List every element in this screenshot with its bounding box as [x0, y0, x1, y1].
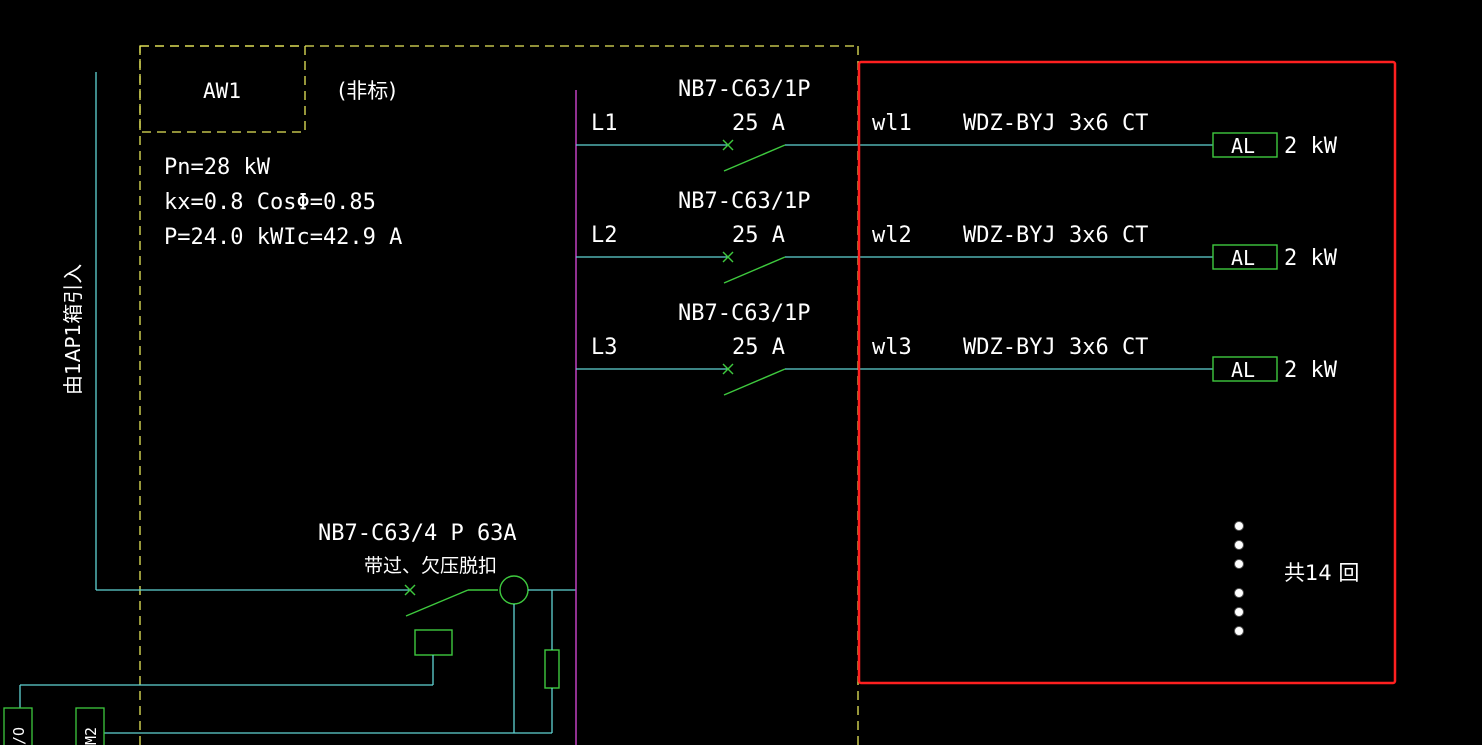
left-edge-label-a: /O — [10, 727, 28, 745]
circuit-row: NB7-C63/1P L2 25 A wl2 WDZ-BYJ 3x6 CT AL 2 kW — [576, 189, 1338, 284]
breaker-cross — [722, 363, 734, 375]
load-power: 2 kW — [1284, 134, 1338, 159]
breaker-blade — [723, 144, 786, 172]
phase-label: L1 — [591, 111, 618, 136]
main-breaker-desc: 带过、欠压脱扣 — [364, 555, 497, 577]
left-edge-label-b: M2 — [82, 727, 100, 745]
main-breaker-symbol — [404, 575, 560, 689]
phase-label: L2 — [591, 223, 618, 248]
breaker-rating: 25 A — [732, 111, 785, 136]
main-breaker-wiring — [19, 589, 576, 734]
line-id: wl2 — [872, 223, 912, 248]
cabinet-pn: Pn=28 kW — [164, 155, 271, 180]
breaker-model: NB7-C63/1P — [678, 189, 810, 214]
load-label: AL — [1231, 246, 1255, 270]
main-breaker-model: NB7-C63/4 P 63A — [318, 521, 517, 546]
cabinet-power: P=24.0 kWIc=42.9 A — [164, 225, 402, 250]
load-box — [1212, 356, 1278, 382]
load-label: AL — [1231, 134, 1255, 158]
line-id: wl3 — [872, 335, 912, 360]
cabinet-kx: kx=0.8 CosΦ=0.85 — [164, 190, 376, 215]
cable-spec: WDZ-BYJ 3x6 CT — [963, 223, 1148, 248]
continuation-dots — [1234, 521, 1244, 636]
breaker-cross — [722, 139, 734, 151]
cable-spec: WDZ-BYJ 3x6 CT — [963, 335, 1148, 360]
highlight-frame — [857, 60, 1397, 685]
cable-spec: WDZ-BYJ 3x6 CT — [963, 111, 1148, 136]
load-power: 2 kW — [1284, 358, 1338, 383]
left-edge-boxes — [3, 707, 105, 745]
breaker-model: NB7-C63/1P — [678, 301, 810, 326]
breaker-cross — [722, 251, 734, 263]
cabinet-note: (非标) — [338, 79, 396, 103]
breaker-model: NB7-C63/1P — [678, 77, 810, 102]
load-label: AL — [1231, 358, 1255, 382]
phase-label: L3 — [591, 335, 618, 360]
breaker-rating: 25 A — [732, 223, 785, 248]
incoming-label: 由1AP1箱引入 — [61, 264, 85, 395]
load-box — [1212, 132, 1278, 158]
incoming-feeder — [95, 72, 410, 591]
circuit-row: NB7-C63/1P L1 25 A wl1 WDZ-BYJ 3x6 CT AL 2 kW — [576, 77, 1338, 172]
breaker-blade — [723, 368, 786, 396]
load-box — [1212, 244, 1278, 270]
total-circuits: 共14 回 — [1284, 561, 1359, 585]
breaker-blade — [723, 256, 786, 284]
breaker-rating: 25 A — [732, 335, 785, 360]
circuit-row: NB7-C63/1P L3 25 A wl3 WDZ-BYJ 3x6 CT AL 2 kW — [576, 301, 1338, 396]
line-id: wl1 — [872, 111, 912, 136]
cabinet-name: AW1 — [203, 79, 241, 103]
load-power: 2 kW — [1284, 246, 1338, 271]
cabinet-boundary — [139, 45, 859, 745]
